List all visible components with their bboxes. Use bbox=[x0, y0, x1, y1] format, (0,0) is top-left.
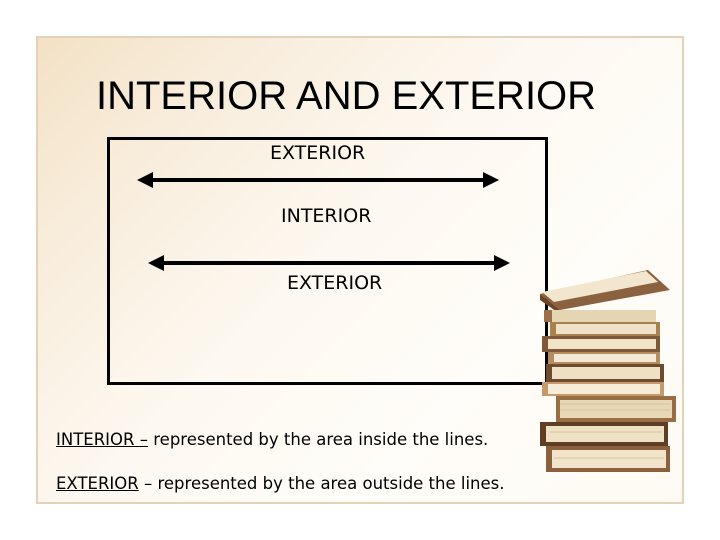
definition-interior-text: represented by the area inside the lines… bbox=[148, 430, 488, 449]
definition-exterior-text: represented by the area outside the line… bbox=[152, 474, 504, 493]
book-stack-image bbox=[530, 262, 680, 484]
definition-interior: INTERIOR – represented by the area insid… bbox=[56, 430, 488, 449]
lower-line-arrow bbox=[148, 255, 510, 271]
definition-exterior-separator: – bbox=[139, 474, 153, 493]
definition-interior-separator: – bbox=[140, 430, 148, 449]
definition-interior-term: INTERIOR bbox=[56, 430, 140, 449]
definition-exterior: EXTERIOR – represented by the area outsi… bbox=[56, 474, 505, 493]
definition-exterior-term: EXTERIOR bbox=[56, 474, 139, 493]
upper-line-arrow bbox=[137, 172, 499, 188]
